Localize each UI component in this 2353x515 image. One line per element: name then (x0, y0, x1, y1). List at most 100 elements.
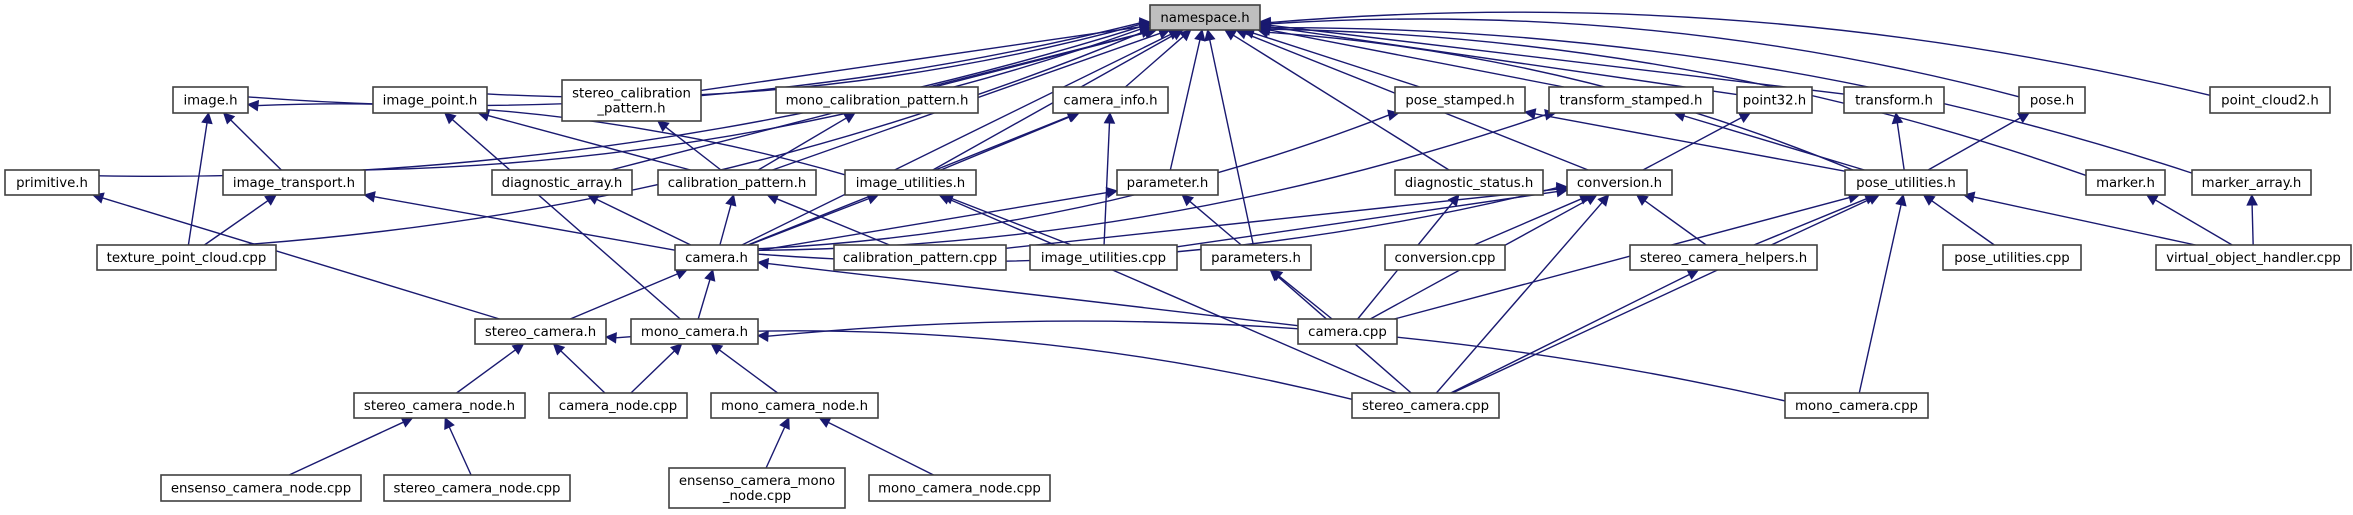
node-camera-h[interactable]: camera.h (674, 244, 759, 271)
node-pose-utilities-cpp[interactable]: pose_utilities.cpp (1942, 244, 2082, 271)
node-marker-array-h[interactable]: marker_array.h (2191, 169, 2312, 196)
node-box[interactable] (1029, 244, 1178, 271)
node-box[interactable] (1297, 318, 1398, 345)
node-diagnostic-array-h[interactable]: diagnostic_array.h (491, 169, 633, 196)
node-box[interactable] (833, 244, 1007, 271)
node-camera-node-cpp[interactable]: camera_node.cpp (548, 392, 688, 419)
node-box[interactable] (1784, 392, 1929, 419)
node-box[interactable] (4, 169, 100, 196)
node-transform-h[interactable]: transform.h (1843, 86, 1945, 114)
node-box[interactable] (1942, 244, 2082, 271)
node-parameters-h[interactable]: parameters.h (1200, 244, 1312, 271)
node-mono-camera-h[interactable]: mono_camera.h (630, 318, 759, 345)
node-box[interactable] (1116, 169, 1219, 196)
node-box[interactable] (2155, 244, 2352, 271)
node-ensenso-camera-mono-node-cpp[interactable]: ensenso_camera_mono_node.cpp (668, 467, 846, 509)
node-box[interactable] (2085, 169, 2166, 196)
node-image-transport-h[interactable]: image_transport.h (222, 169, 366, 196)
node-virtual-object-handler-cpp[interactable]: virtual_object_handler.cpp (2155, 244, 2352, 271)
node-conversion-cpp[interactable]: conversion.cpp (1384, 244, 1506, 271)
node-box[interactable] (775, 86, 979, 114)
node-texture-point-cloud-cpp[interactable]: texture_point_cloud.cpp (96, 244, 277, 271)
node-stereo-camera-node-cpp[interactable]: stereo_camera_node.cpp (383, 474, 571, 502)
node-calibration-pattern-h[interactable]: calibration_pattern.h (657, 169, 817, 196)
node-parameter-h[interactable]: parameter.h (1116, 169, 1219, 196)
node-image-point-h[interactable]: image_point.h (372, 86, 488, 114)
node-box[interactable] (1351, 392, 1500, 419)
node-mono-camera-cpp[interactable]: mono_camera.cpp (1784, 392, 1929, 419)
node-diagnostic-status-h[interactable]: diagnostic_status.h (1394, 169, 1544, 196)
node-box[interactable] (1843, 86, 1945, 114)
node-box[interactable] (844, 169, 977, 196)
node-pose-utilities-h[interactable]: pose_utilities.h (1844, 169, 1968, 196)
node-box[interactable] (2018, 86, 2086, 114)
node-label: image_utilities.h (856, 176, 965, 191)
node-box[interactable] (2209, 86, 2331, 114)
node-box[interactable] (630, 318, 759, 345)
node-conversion-h[interactable]: conversion.h (1566, 169, 1673, 196)
node-point32-h[interactable]: point32.h (1736, 86, 1813, 114)
edge-mono-camera-cpp-to-mono-camera-h (756, 320, 1786, 402)
edge-line (1269, 28, 2087, 177)
node-label: texture_point_cloud.cpp (107, 251, 267, 266)
node-box[interactable] (710, 392, 879, 419)
node-calibration-pattern-cpp[interactable]: calibration_pattern.cpp (833, 244, 1007, 271)
arrowhead-icon (264, 194, 278, 206)
node-box[interactable] (1844, 169, 1968, 196)
node-box[interactable] (160, 474, 362, 502)
node-stereo-camera-helpers-h[interactable]: stereo_camera_helpers.h (1629, 244, 1818, 271)
node-ensenso-camera-node-cpp[interactable]: ensenso_camera_node.cpp (160, 474, 362, 502)
node-pose-stamped-h[interactable]: pose_stamped.h (1394, 86, 1526, 114)
node-stereo-camera-node-h[interactable]: stereo_camera_node.h (353, 392, 526, 419)
node-image-h[interactable]: image.h (172, 86, 249, 114)
node-image-utilities-cpp[interactable]: image_utilities.cpp (1029, 244, 1178, 271)
node-box[interactable] (1548, 86, 1714, 114)
node-box[interactable] (172, 86, 249, 114)
node-box[interactable] (383, 474, 571, 502)
node-box[interactable] (222, 169, 366, 196)
node-box[interactable] (657, 169, 817, 196)
node-transform-stamped-h[interactable]: transform_stamped.h (1548, 86, 1714, 114)
node-mono-camera-node-h[interactable]: mono_camera_node.h (710, 392, 879, 419)
node-stereo-camera-cpp[interactable]: stereo_camera.cpp (1351, 392, 1500, 419)
node-box[interactable] (1200, 244, 1312, 271)
node-camera-info-h[interactable]: camera_info.h (1052, 86, 1169, 114)
node-box[interactable] (1394, 169, 1544, 196)
node-box[interactable] (96, 244, 277, 271)
node-mono-calibration-pattern-h[interactable]: mono_calibration_pattern.h (775, 86, 979, 114)
node-box[interactable] (2191, 169, 2312, 196)
node-box[interactable] (1566, 169, 1673, 196)
node-namespace-h[interactable]: namespace.h (1149, 4, 1261, 31)
edge-line (187, 122, 208, 246)
node-box[interactable] (1384, 244, 1506, 271)
node-box[interactable] (868, 474, 1051, 502)
node-box[interactable] (1394, 86, 1526, 114)
node-stereo-calibration-pattern-h[interactable]: stereo_calibration_pattern.h (561, 79, 702, 122)
node-primitive-h[interactable]: primitive.h (4, 169, 100, 196)
node-box[interactable] (1149, 4, 1261, 31)
edge-line (102, 197, 500, 320)
node-camera-cpp[interactable]: camera.cpp (1297, 318, 1398, 345)
edge-line (1394, 196, 1850, 320)
node-box[interactable] (674, 244, 759, 271)
node-box[interactable] (474, 318, 607, 345)
node-box[interactable] (491, 169, 633, 196)
edge-pose-utilities-h-to-pose-stamped-h (1523, 108, 1846, 172)
node-box[interactable] (372, 86, 488, 114)
node-box[interactable] (353, 392, 526, 419)
edge-line (363, 28, 1141, 171)
node-pose-h[interactable]: pose.h (2018, 86, 2086, 114)
node-box[interactable] (1736, 86, 1813, 114)
node-box[interactable] (668, 467, 846, 509)
node-marker-h[interactable]: marker.h (2085, 169, 2166, 196)
node-box[interactable] (548, 392, 688, 419)
node-stereo-camera-h[interactable]: stereo_camera.h (474, 318, 607, 345)
node-point-cloud2-h[interactable]: point_cloud2.h (2209, 86, 2331, 114)
node-box[interactable] (561, 79, 702, 122)
node-box[interactable] (1052, 86, 1169, 114)
node-image-utilities-h[interactable]: image_utilities.h (844, 169, 977, 196)
node-label: parameters.h (1211, 251, 1301, 266)
node-box[interactable] (1629, 244, 1818, 271)
edge-line (1269, 27, 2193, 174)
node-mono-camera-node-cpp[interactable]: mono_camera_node.cpp (868, 474, 1051, 502)
